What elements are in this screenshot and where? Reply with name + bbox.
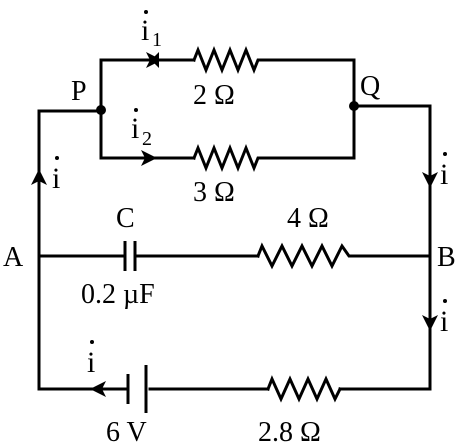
capacitor-symbol xyxy=(123,241,137,271)
current-left-label: i xyxy=(52,156,60,195)
resistor-4-ohm xyxy=(256,242,355,270)
battery-symbol xyxy=(126,365,148,413)
arrow-right-down-upper xyxy=(422,172,438,188)
node-p-label: P xyxy=(71,76,87,107)
resistor-bottom-label: 2.8 Ω xyxy=(258,417,321,446)
arrow-i1-head xyxy=(146,52,162,68)
current-bottom-label: i xyxy=(87,340,95,379)
current-i2-subscript: 2 xyxy=(142,128,152,150)
battery-label: 6 V xyxy=(106,417,147,446)
capacitor-label: C xyxy=(116,203,135,234)
resistor-3-ohm xyxy=(192,143,264,173)
current-right-lower-symbol: i xyxy=(440,305,448,338)
resistor-2-8-ohm xyxy=(266,375,343,403)
current-right-lower-label: i xyxy=(440,299,448,338)
current-i1-subscript: 1 xyxy=(152,29,162,51)
junction-q xyxy=(349,101,359,111)
current-i2-symbol: i xyxy=(131,112,139,145)
current-left-symbol: i xyxy=(52,162,60,195)
resistor-branch-label: 4 Ω xyxy=(287,203,329,234)
node-a-label: A xyxy=(3,242,24,273)
resistor-middle-label: 3 Ω xyxy=(193,177,235,208)
node-b-label: B xyxy=(437,242,456,273)
arrow-right-down-lower xyxy=(422,315,438,331)
capacitor-value-label: 0.2 µF xyxy=(81,279,155,310)
current-i1-label: i 1 xyxy=(141,10,162,51)
current-i2-label: i 2 xyxy=(131,108,152,150)
current-i1-symbol: i xyxy=(141,14,149,47)
current-right-upper-symbol: i xyxy=(440,158,448,191)
arrow-left-up xyxy=(31,169,47,185)
resistor-2-ohm xyxy=(192,45,264,75)
junction-p xyxy=(96,105,106,115)
current-bottom-symbol: i xyxy=(87,346,95,379)
resistor-top-label: 2 Ω xyxy=(193,80,235,111)
arrow-i2 xyxy=(141,150,157,166)
node-q-label: Q xyxy=(360,71,380,102)
current-right-upper-label: i xyxy=(440,152,448,191)
arrow-bottom-left xyxy=(90,381,106,397)
